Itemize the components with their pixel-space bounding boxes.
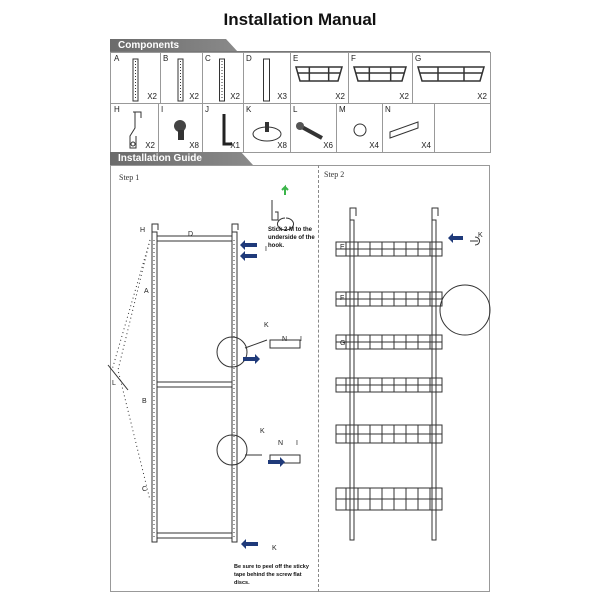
disc-icon xyxy=(252,122,282,142)
label-n1: N xyxy=(282,336,288,343)
component-letter: B xyxy=(163,54,169,63)
rail-icon xyxy=(132,58,139,102)
component-quantity: X8 xyxy=(277,141,287,150)
component-cell-K: K X8 xyxy=(243,103,291,153)
label-l: L xyxy=(112,380,116,387)
label-h: H xyxy=(140,227,146,234)
component-quantity: X2 xyxy=(145,141,155,150)
component-letter: A xyxy=(114,54,120,63)
hook-icon xyxy=(129,111,142,149)
component-letter: J xyxy=(205,105,209,114)
bolt-icon xyxy=(296,122,323,140)
label-k2: K xyxy=(260,428,265,435)
label-d: D xyxy=(188,231,194,238)
ring-icon xyxy=(353,123,367,137)
component-cell-M: M X4 xyxy=(336,103,383,153)
label-g: G xyxy=(340,340,346,347)
label-i: I xyxy=(265,246,267,253)
label-b: B xyxy=(142,398,147,405)
label-a: A xyxy=(144,288,149,295)
tube-icon xyxy=(263,58,270,102)
hook-note: Stick 2 M to the underside of the hook. xyxy=(268,227,315,249)
rail-icon xyxy=(219,58,225,102)
component-letter: F xyxy=(351,54,356,63)
components-banner: Components xyxy=(110,39,238,52)
component-quantity: X2 xyxy=(147,92,157,101)
component-quantity: X2 xyxy=(335,92,345,101)
label-k3: K xyxy=(272,545,277,552)
component-quantity: X8 xyxy=(189,141,199,150)
installation-guide-panel xyxy=(110,165,490,592)
component-letter: N xyxy=(385,105,391,114)
basket-icon xyxy=(417,66,485,82)
divider xyxy=(110,51,490,52)
component-letter: D xyxy=(246,54,252,63)
component-letter: G xyxy=(415,54,422,63)
label-k: K xyxy=(478,232,483,239)
sticky-tape-note: Be sure to peel off the sticky tape behi… xyxy=(234,564,309,586)
rail-icon xyxy=(177,58,184,102)
step-2-label: Step 2 xyxy=(324,170,345,179)
component-quantity: X2 xyxy=(189,92,199,101)
label-i1: I xyxy=(300,336,302,343)
component-letter: M xyxy=(339,105,346,114)
component-cell-N: N X4 xyxy=(382,103,435,153)
component-letter: E xyxy=(293,54,299,63)
component-quantity: X1 xyxy=(230,141,240,150)
component-letter: H xyxy=(114,105,120,114)
page-title: Installation Manual xyxy=(223,10,377,29)
basket-icon xyxy=(295,66,343,82)
key-icon xyxy=(222,114,232,146)
label-f: F xyxy=(340,295,345,302)
basket-icon xyxy=(353,66,407,82)
component-quantity: X2 xyxy=(399,92,409,101)
component-quantity: X6 xyxy=(323,141,333,150)
bracket-icon xyxy=(389,121,419,139)
step-divider xyxy=(318,165,319,592)
component-quantity: X4 xyxy=(369,141,379,150)
label-k1: K xyxy=(264,322,269,329)
component-quantity: X2 xyxy=(477,92,487,101)
component-quantity: X3 xyxy=(277,92,287,101)
step-1-label: Step 1 xyxy=(119,173,140,182)
empty-cell xyxy=(434,103,491,153)
component-letter: C xyxy=(205,54,211,63)
label-n2: N xyxy=(278,440,284,447)
component-letter: L xyxy=(293,105,298,114)
label-c: C xyxy=(142,486,148,493)
screw-icon xyxy=(174,120,186,140)
component-quantity: X2 xyxy=(230,92,240,101)
label-i2: I xyxy=(296,440,298,447)
component-letter: I xyxy=(161,105,164,114)
component-cell-L: L X6 xyxy=(290,103,337,153)
component-quantity: X4 xyxy=(421,141,431,150)
installation-guide-banner: Installation Guide xyxy=(110,152,253,165)
component-letter: K xyxy=(246,105,252,114)
label-e: E xyxy=(340,244,345,251)
